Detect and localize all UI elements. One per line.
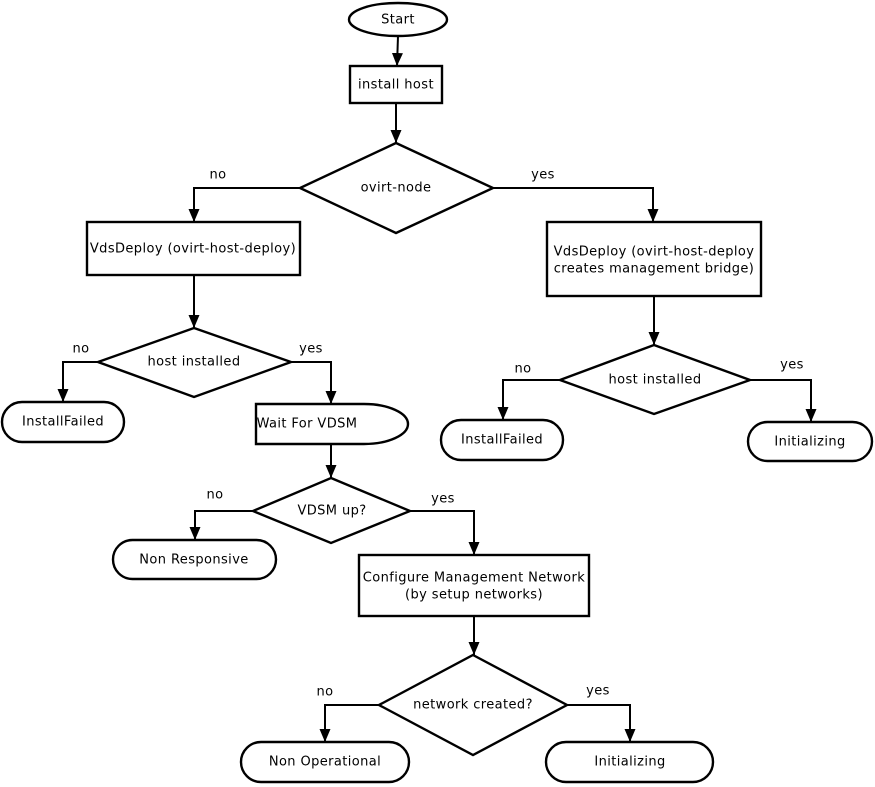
node-vdsdeploy-right-label-line2: creates management bridge) xyxy=(554,262,755,277)
node-initializing-bottom: Initializing xyxy=(544,740,715,784)
edge-network-created-yes xyxy=(567,704,636,742)
node-vdsdeploy-right-label-line1: VdsDeploy (ovirt-host-deploy xyxy=(554,245,755,260)
wait-for-vdsm-delay-shape xyxy=(254,402,410,446)
node-host-installed-left: host installed xyxy=(94,326,295,399)
node-install-failed-right: InstallFailed xyxy=(439,418,565,462)
install-failed-left-stadium xyxy=(0,400,126,444)
edges xyxy=(57,35,817,742)
edge-label-network-created-yes: yes xyxy=(586,684,610,699)
edge-vdsm-up-no xyxy=(189,510,253,540)
node-non-operational-label: Non Operational xyxy=(269,755,381,770)
vdsdeploy-left-rect xyxy=(85,220,302,277)
network-created-diamond xyxy=(376,653,570,757)
node-host-installed-right: host installed xyxy=(556,343,754,416)
node-vdsdeploy-left: VdsDeploy (ovirt-host-deploy) xyxy=(85,220,302,277)
node-vdsm-up: VDSM up? xyxy=(249,476,414,545)
node-wait-for-vdsm: Wait For VDSM xyxy=(254,402,410,446)
edge-ovirt-node-no xyxy=(188,187,300,222)
node-configure-network-label-line2: (by setup networks) xyxy=(405,588,543,603)
node-host-installed-right-label: host installed xyxy=(609,373,702,388)
node-non-responsive-label: Non Responsive xyxy=(139,553,248,568)
node-vdsdeploy-right: VdsDeploy (ovirt-host-deploy creates man… xyxy=(545,220,763,298)
edge-label-host-installed-left-yes: yes xyxy=(299,342,323,357)
ovirt-node-diamond xyxy=(297,141,496,235)
node-wait-for-vdsm-label: Wait For VDSM xyxy=(257,417,358,432)
edge-label-vdsm-up-no: no xyxy=(207,488,224,503)
edge-host-installed-left-no xyxy=(57,361,98,402)
node-install-failed-left: InstallFailed xyxy=(0,400,126,444)
edge-network-created-no xyxy=(319,704,379,742)
edge-vdsm-up-yes xyxy=(410,510,480,555)
node-configure-network-label-line1: Configure Management Network xyxy=(363,571,585,586)
initializing-bottom-stadium xyxy=(544,740,715,784)
install-host-rect xyxy=(348,64,444,105)
node-start-label: Start xyxy=(381,13,415,28)
edge-label-host-installed-left-no: no xyxy=(73,342,90,357)
edge-label-host-installed-right-no: no xyxy=(515,362,532,377)
node-non-responsive: Non Responsive xyxy=(111,538,278,581)
node-install-host: install host xyxy=(348,64,444,105)
node-configure-network: Configure Management Network (by setup n… xyxy=(357,553,591,618)
start-ellipse xyxy=(347,1,449,38)
non-responsive-stadium xyxy=(111,538,278,581)
edge-label-network-created-no: no xyxy=(317,685,334,700)
node-vdsm-up-label: VDSM up? xyxy=(297,504,366,519)
edge-label-vdsm-up-yes: yes xyxy=(431,492,455,507)
node-start: Start xyxy=(347,1,449,38)
non-operational-stadium xyxy=(239,740,411,784)
vdsm-up-diamond xyxy=(249,476,414,545)
host-installed-right-diamond xyxy=(556,343,754,416)
edge-label-host-installed-right-yes: yes xyxy=(780,358,804,373)
node-host-installed-left-label: host installed xyxy=(148,355,241,370)
edge-label-ovirt-node-yes: yes xyxy=(531,168,555,183)
edge-ovirt-node-yes xyxy=(493,187,659,222)
edge-host-installed-right-no xyxy=(497,379,560,420)
node-install-failed-right-label: InstallFailed xyxy=(461,433,543,448)
initializing-right-stadium xyxy=(746,420,874,463)
node-network-created-label: network created? xyxy=(413,698,533,713)
edge-host-installed-left-yes xyxy=(291,361,337,404)
vdsdeploy-right-rect xyxy=(545,220,763,298)
edge-label-ovirt-node-no: no xyxy=(210,168,227,183)
edge-host-installed-right-yes xyxy=(750,379,817,422)
node-vdsdeploy-left-label: VdsDeploy (ovirt-host-deploy) xyxy=(90,242,296,257)
node-non-operational: Non Operational xyxy=(239,740,411,784)
node-ovirt-node: ovirt-node xyxy=(297,141,496,235)
node-install-host-label: install host xyxy=(358,78,434,93)
node-initializing-right-label: Initializing xyxy=(774,435,845,450)
configure-network-rect xyxy=(357,553,591,618)
node-network-created: network created? xyxy=(376,653,570,757)
install-failed-right-stadium xyxy=(439,418,565,462)
node-initializing-bottom-label: Initializing xyxy=(594,755,665,770)
node-install-failed-left-label: InstallFailed xyxy=(22,415,104,430)
node-ovirt-node-label: ovirt-node xyxy=(361,181,432,196)
edge-labels: no yes no yes no yes no yes no yes xyxy=(73,168,804,700)
node-initializing-right: Initializing xyxy=(746,420,874,463)
edge-start-to-install-host xyxy=(391,35,403,67)
host-installed-left-diamond xyxy=(94,326,295,399)
